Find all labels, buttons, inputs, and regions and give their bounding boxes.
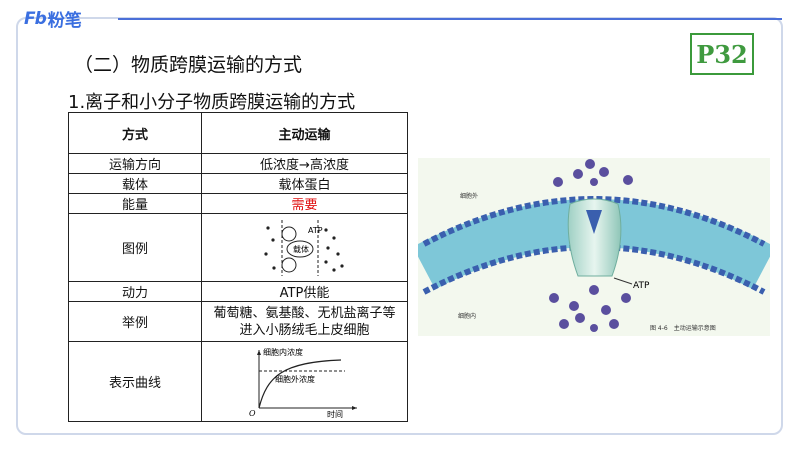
row-value: 需要 xyxy=(201,193,408,214)
membrane-illustration: ATP 细胞外 细胞内 图 4-6 主动运输示意图 xyxy=(412,159,776,332)
row-label: 举例 xyxy=(68,301,202,342)
table-row: 动力 ATP供能 xyxy=(68,281,408,302)
carrier-protein xyxy=(286,240,313,257)
outer-phospholipid-heads xyxy=(422,196,766,247)
row-value: ATP供能 xyxy=(201,281,408,302)
carrier-circle xyxy=(281,226,296,241)
row-value: 葡萄糖、氨基酸、无机盐离子等进入小肠绒毛上皮细胞 xyxy=(201,301,408,342)
logo: Fb 粉笔 xyxy=(24,6,82,32)
logo-text: 粉笔 xyxy=(47,11,82,31)
table-row: 表示曲线 细胞内浓度 细胞外浓度 时间 O xyxy=(68,341,408,422)
header-cell-active: 主动运输 xyxy=(201,112,408,154)
carrier-circle xyxy=(281,257,296,272)
table-row: 载体 载体蛋白 xyxy=(68,173,408,194)
section-title: （二）物质跨膜运输的方式 xyxy=(74,54,303,76)
curve-cell: 细胞内浓度 细胞外浓度 时间 O xyxy=(201,341,408,422)
atp-label: ATP xyxy=(308,226,323,235)
table-header-row: 方式 主动运输 xyxy=(68,112,408,154)
transport-table: 方式 主动运输 运输方向 低浓度→高浓度 载体 载体蛋白 能量 需要 图例 AT… xyxy=(68,112,408,422)
row-label: 图例 xyxy=(68,213,202,282)
row-label: 能量 xyxy=(68,193,202,214)
carrier-protein xyxy=(567,198,622,277)
atp-label: ATP xyxy=(633,281,650,291)
table-row: 能量 需要 xyxy=(68,193,408,214)
inside-ions xyxy=(549,285,631,332)
inside-concentration-curve xyxy=(257,358,341,408)
y-axis-label: 细胞内浓度 xyxy=(263,347,303,357)
row-label: 载体 xyxy=(68,173,202,194)
subtitle: 1.离子和小分子物质跨膜运输的方式 xyxy=(68,92,356,113)
inside-label: 细胞内 xyxy=(458,312,476,320)
row-value: 低浓度→高浓度 xyxy=(201,153,408,174)
carrier-label: 载体 xyxy=(293,244,309,254)
page-label: P32 xyxy=(690,33,754,75)
inner-phospholipid-heads xyxy=(422,244,766,295)
table-row: 运输方向 低浓度→高浓度 xyxy=(68,153,408,174)
bound-ion xyxy=(586,210,602,234)
origin-label: O xyxy=(249,409,256,418)
legend-diagram-cell: ATP 载体 xyxy=(201,213,408,282)
carrier-diagram: ATP 载体 xyxy=(263,219,344,276)
active-transport-figure: ATP 细胞外 细胞内 图 4-6 主动运输示意图 xyxy=(412,158,776,336)
header-cell-method: 方式 xyxy=(68,112,202,154)
x-axis-label: 时间 xyxy=(327,409,343,418)
row-label: 动力 xyxy=(68,281,202,302)
row-label: 运输方向 xyxy=(68,153,202,174)
figure-caption: 图 4-6 主动运输示意图 xyxy=(650,324,716,332)
row-label: 表示曲线 xyxy=(68,341,202,422)
atp-pointer xyxy=(613,277,633,285)
concentration-curve: 细胞内浓度 细胞外浓度 时间 O xyxy=(249,347,357,418)
header-rule xyxy=(118,18,782,20)
row-value: 载体蛋白 xyxy=(201,173,408,194)
outside-label: 细胞外 xyxy=(460,192,478,200)
table-row: 图例 ATP 载体 xyxy=(68,213,408,282)
series-label: 细胞外浓度 xyxy=(275,374,315,384)
outside-ions xyxy=(553,159,633,187)
logo-mark: Fb xyxy=(24,8,47,29)
table-row: 举例 葡萄糖、氨基酸、无机盐离子等进入小肠绒毛上皮细胞 xyxy=(68,301,408,342)
